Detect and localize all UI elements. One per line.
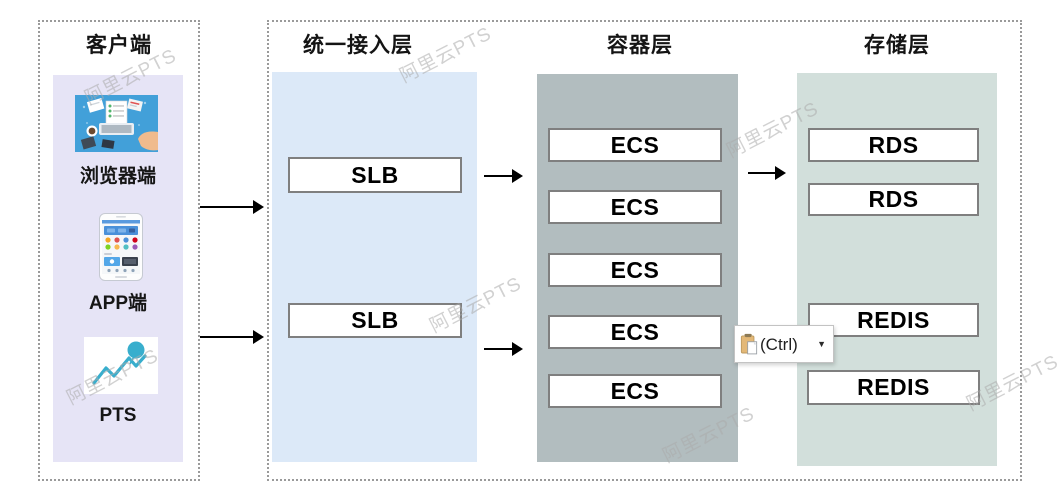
storage-layer-title: 存储层	[864, 34, 930, 57]
redis-node-1: REDIS	[808, 303, 979, 337]
arrow-slb1-to-container	[484, 169, 523, 183]
ecs-node-4: ECS	[548, 315, 722, 349]
redis-node-2: REDIS	[807, 370, 980, 405]
rds-node-1: RDS	[808, 128, 979, 162]
pts-client-label: PTS	[99, 405, 137, 426]
access-layer-panel	[272, 72, 477, 462]
browser-illustration-icon	[75, 95, 158, 152]
clipboard-paste-icon	[740, 333, 758, 355]
pts-line-chart-icon	[84, 337, 158, 394]
arrow-slb2-to-container	[484, 342, 523, 356]
container-layer-title: 容器层	[607, 34, 673, 57]
paste-dropdown-caret-icon[interactable]: ▼	[817, 339, 826, 349]
client-dashed-frame	[38, 20, 200, 481]
arrow-client-to-access-top	[200, 200, 264, 214]
slb-node-1: SLB	[288, 157, 462, 193]
ecs-node-2: ECS	[548, 190, 722, 224]
browser-client-label: 浏览器端	[79, 166, 156, 187]
client-column-title: 客户端	[86, 34, 152, 57]
access-layer-title: 统一接入层	[303, 34, 413, 57]
ecs-node-1: ECS	[548, 128, 722, 162]
paste-options-button[interactable]: (Ctrl) ▼	[734, 325, 834, 363]
ecs-node-3: ECS	[548, 253, 722, 287]
ecs-node-5: ECS	[548, 374, 722, 408]
arrow-container-to-storage	[748, 166, 786, 180]
arrow-client-to-access-bottom	[200, 330, 264, 344]
slb-node-2: SLB	[288, 303, 462, 338]
rds-node-2: RDS	[808, 183, 979, 216]
cloud-layers-dashed-frame	[267, 20, 1022, 481]
app-client-label: APP端	[88, 293, 148, 314]
client-panel: 浏览器端 APP端	[53, 75, 183, 462]
paste-options-label: (Ctrl)	[760, 334, 798, 354]
phone-illustration-icon	[99, 213, 143, 281]
